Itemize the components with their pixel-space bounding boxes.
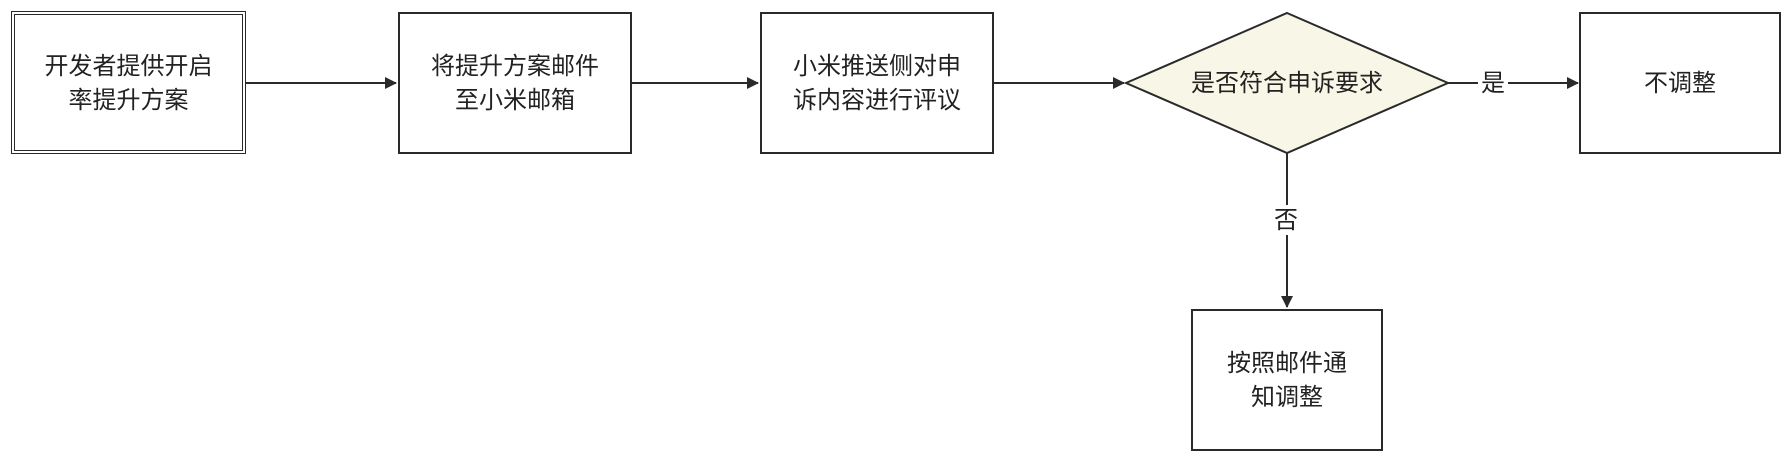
start-node: 开发者提供开启 率提升方案 — [11, 11, 246, 154]
start-node-label: 开发者提供开启 率提升方案 — [44, 51, 213, 114]
adjust-node-label: 按照邮件通 知调整 — [1227, 349, 1347, 411]
email-plan-node-label: 将提升方案邮件 至小米邮箱 — [431, 52, 599, 114]
email-plan-node: 将提升方案邮件 至小米邮箱 — [398, 12, 632, 154]
edge-label-no: 否 — [1271, 205, 1301, 235]
edge-label-yes: 是 — [1478, 68, 1508, 98]
adjust-node: 按照邮件通 知调整 — [1191, 309, 1383, 451]
no-adjust-node-label: 不调整 — [1644, 69, 1716, 97]
review-node: 小米推送侧对申 诉内容进行评议 — [760, 12, 994, 154]
no-adjust-node: 不调整 — [1579, 12, 1781, 154]
review-node-label: 小米推送侧对申 诉内容进行评议 — [793, 52, 961, 114]
decision-label: 是否符合申诉要求 — [1191, 69, 1383, 97]
